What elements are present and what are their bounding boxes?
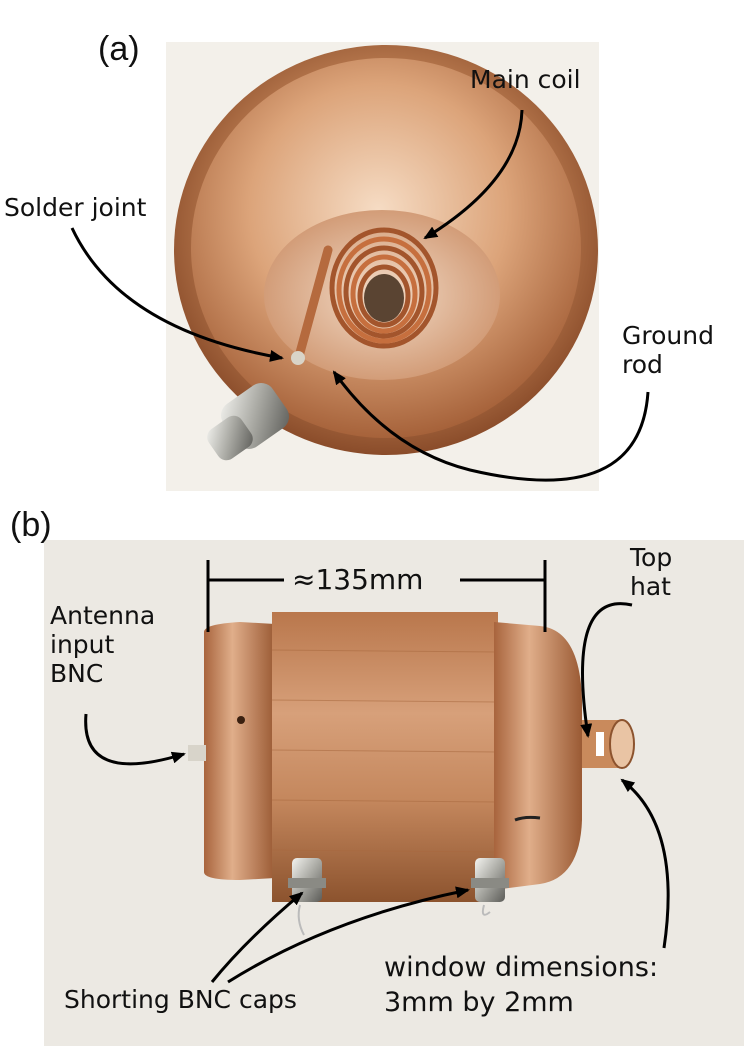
arrow-solder-joint (70, 227, 284, 362)
arrow-shorting-cap-2 (227, 886, 470, 984)
solder-joint (291, 351, 305, 365)
arrow-antenna-input (84, 713, 186, 766)
annotation-arrows (70, 109, 670, 984)
label-antenna-input-bnc: Antenna input BNC (50, 601, 156, 688)
bnc-connector-a (207, 382, 289, 461)
arrow-window (620, 778, 670, 949)
flange-hole (237, 716, 245, 724)
label-dimension: ≈135mm (292, 563, 424, 596)
label-ground-rod: Ground rod (622, 321, 714, 379)
arrow-shorting-cap-1 (210, 891, 304, 983)
label-main-coil: Main coil (470, 65, 581, 94)
top-hat-end (609, 719, 635, 769)
dimension-line (206, 560, 547, 632)
coil-mesh-window (364, 274, 404, 322)
label-solder-joint: Solder joint (4, 193, 147, 222)
cavity-body (272, 612, 498, 902)
cap-chain-2 (481, 904, 491, 916)
left-flange (204, 622, 275, 880)
ground-rod (293, 245, 333, 365)
machining-lines (271, 649, 499, 853)
antenna-input-stub (188, 745, 206, 761)
panel-a-tag: (a) (98, 30, 140, 68)
shorting-bnc-cap-2 (471, 858, 509, 902)
arrow-ground-rod (332, 370, 650, 482)
main-coil (329, 227, 439, 349)
cap-chain-1 (297, 904, 305, 936)
pen-mark (514, 815, 541, 822)
label-top-hat: Top hat (630, 543, 673, 601)
panel-b-tag: (b) (10, 506, 52, 544)
shorting-bnc-cap-1 (288, 858, 326, 902)
arrow-main-coil (423, 109, 524, 240)
top-hat-window (596, 732, 604, 756)
label-shorting-bnc-caps: Shorting BNC caps (64, 985, 297, 1014)
label-window-dimensions: window dimensions: 3mm by 2mm (384, 952, 659, 1019)
arrow-top-hat (580, 602, 633, 738)
right-flange (494, 622, 582, 890)
